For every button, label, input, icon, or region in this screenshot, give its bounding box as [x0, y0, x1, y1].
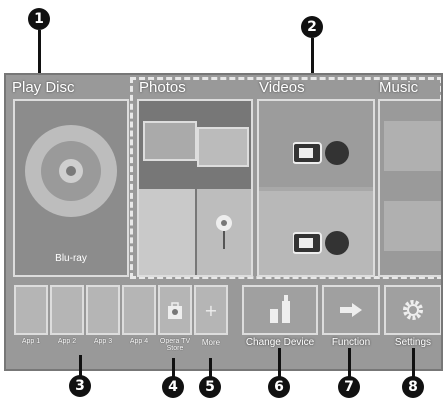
callout-2-leader	[311, 38, 314, 75]
callout-3-leader	[79, 355, 82, 377]
callout-7: 7	[338, 376, 360, 398]
shopping-bag-icon	[168, 302, 182, 319]
app-tile-3[interactable]	[86, 285, 120, 335]
settings-label: Settings	[394, 337, 432, 348]
photo-thumb-3	[139, 189, 195, 275]
photo-thumb-1	[143, 121, 197, 161]
disc-icon	[25, 125, 117, 217]
callout-8-leader	[412, 348, 415, 378]
section-title-videos: Videos	[259, 79, 305, 96]
arrow-right-icon	[340, 303, 362, 317]
callout-3: 3	[69, 375, 91, 397]
more-tile[interactable]: +	[194, 285, 228, 335]
usb-device-icon	[270, 295, 290, 323]
callout-6: 6	[268, 376, 290, 398]
flower-icon	[216, 215, 232, 249]
callout-7-leader	[348, 348, 351, 378]
home-screen: Play Disc Blu-ray Photos Videos	[4, 73, 443, 371]
callout-2: 2	[301, 16, 323, 38]
app-tile-1[interactable]	[14, 285, 48, 335]
section-title-play-disc: Play Disc	[12, 79, 75, 96]
callout-5-leader	[209, 358, 212, 378]
settings-tile[interactable]	[384, 285, 441, 335]
app-label-4: App 4	[129, 338, 149, 345]
play-disc-tile[interactable]: Blu-ray	[13, 99, 129, 277]
videos-tile[interactable]	[257, 99, 375, 277]
callout-1: 1	[28, 8, 50, 30]
callout-4-leader	[172, 358, 175, 378]
app-label-2: App 2	[57, 338, 77, 345]
disc-label: Blu-ray	[55, 253, 87, 264]
photos-tile[interactable]	[137, 99, 253, 277]
photo-thumb-2	[197, 127, 249, 167]
opera-tv-store-tile[interactable]	[158, 285, 192, 335]
video-camera-icon	[293, 231, 349, 255]
app-label-1: App 1	[21, 338, 41, 345]
opera-tv-store-label: Opera TV Store	[159, 338, 191, 352]
app-tile-4[interactable]	[122, 285, 156, 335]
plus-icon: +	[204, 300, 218, 320]
callout-6-leader	[278, 348, 281, 378]
section-title-photos: Photos	[139, 79, 186, 96]
more-label: More	[201, 338, 221, 347]
music-thumb-2	[384, 201, 441, 251]
section-title-music: Music	[379, 79, 419, 96]
app-label-3: App 3	[93, 338, 113, 345]
app-tile-2[interactable]	[50, 285, 84, 335]
video-camera-icon	[293, 141, 349, 165]
gear-icon	[403, 300, 423, 320]
music-tile[interactable]	[378, 99, 441, 277]
change-device-tile[interactable]	[242, 285, 318, 335]
music-thumb-1	[384, 121, 441, 171]
callout-5: 5	[199, 376, 221, 398]
callout-8: 8	[402, 376, 424, 398]
change-device-label: Change Device	[245, 337, 315, 348]
function-tile[interactable]	[322, 285, 380, 335]
callout-1-leader	[38, 30, 41, 75]
function-label: Function	[331, 337, 371, 348]
callout-4: 4	[162, 376, 184, 398]
